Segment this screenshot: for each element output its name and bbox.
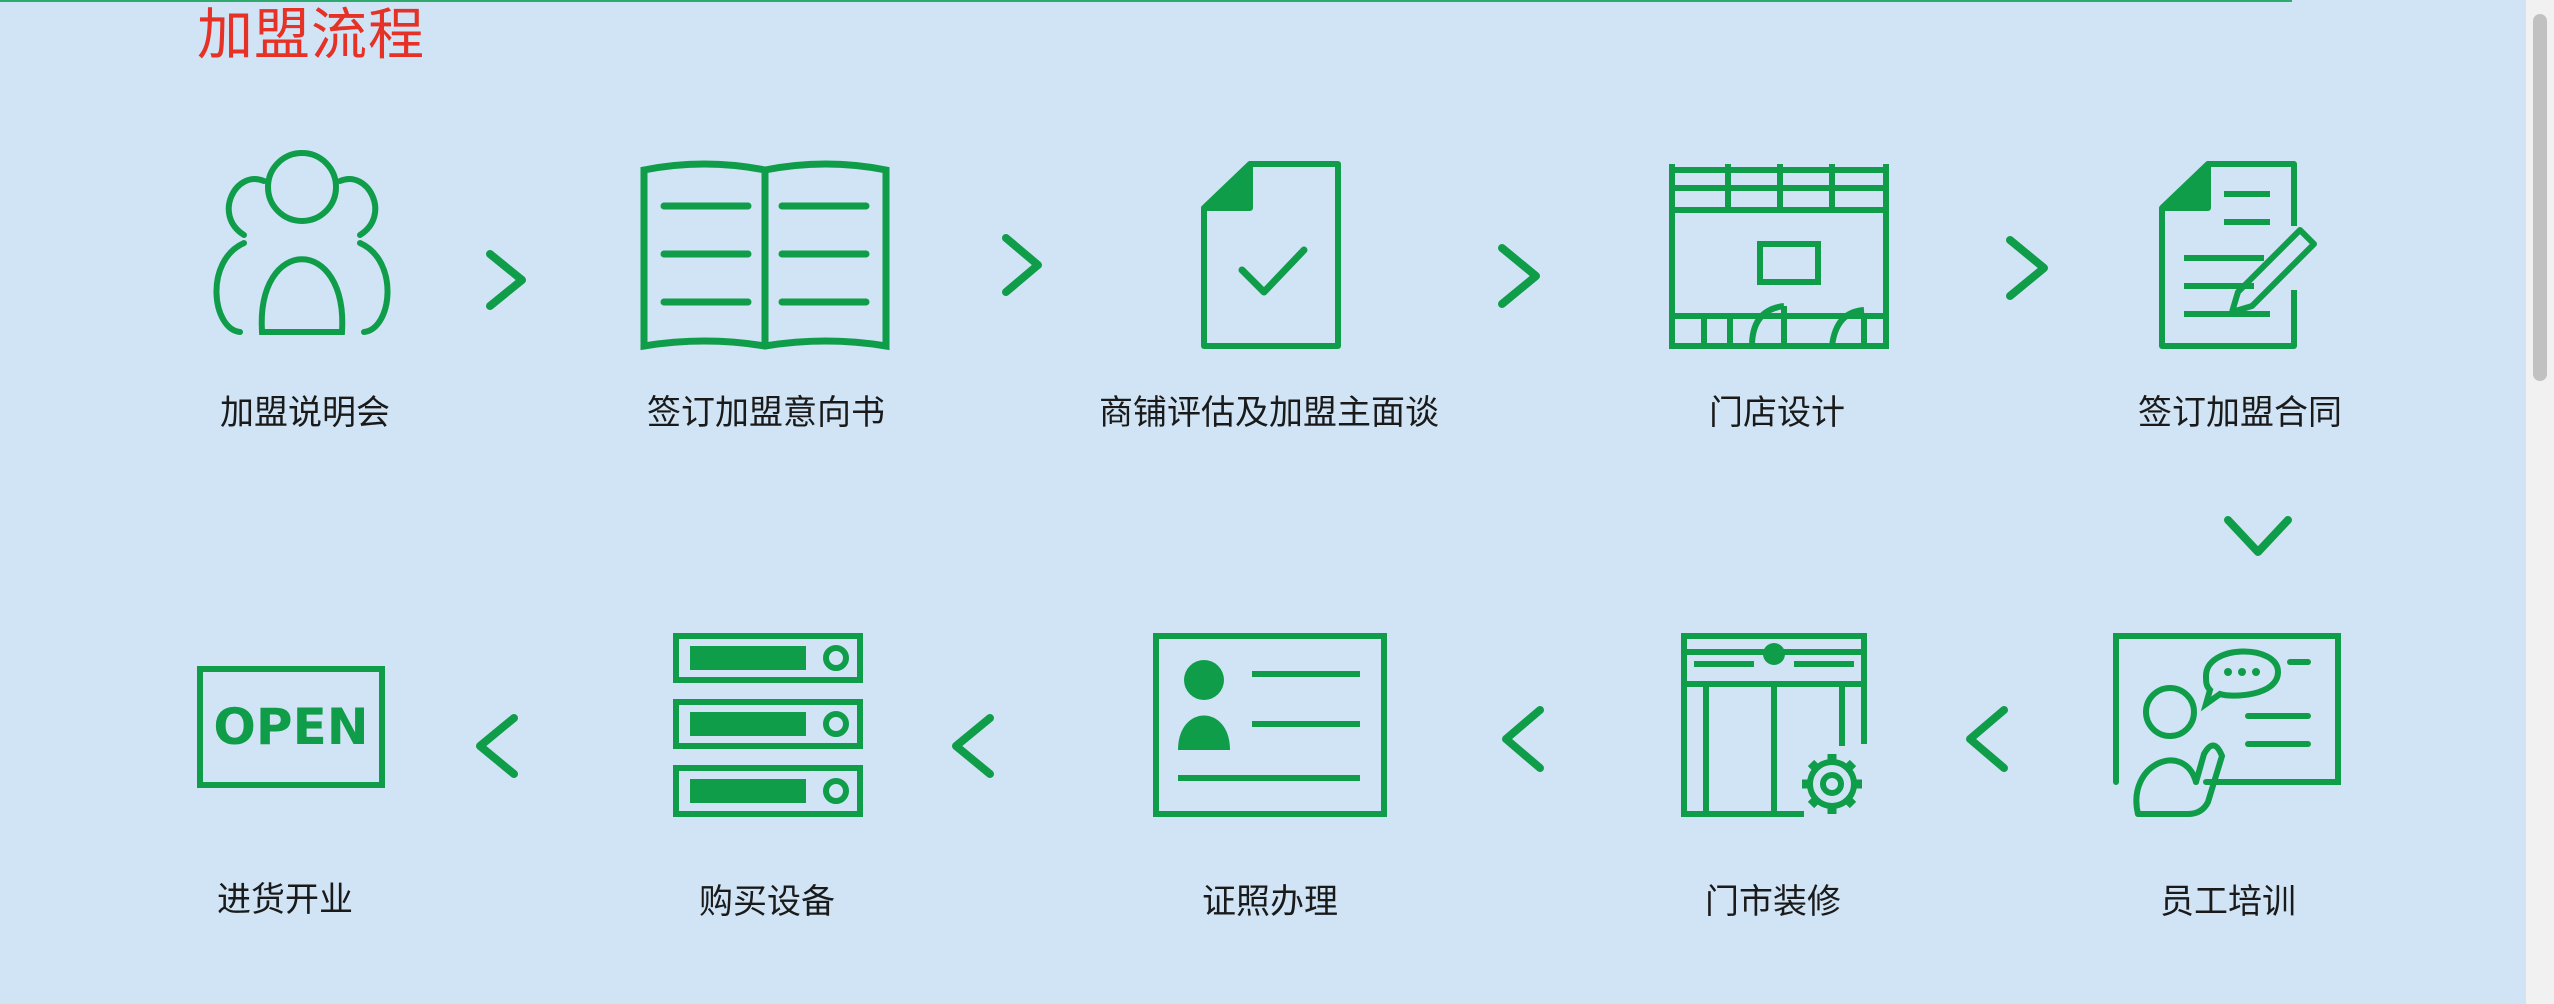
top-divider	[0, 0, 2292, 2]
scrollbar-thumb[interactable]	[2533, 14, 2547, 381]
step-label-4: 门店设计	[1709, 393, 1845, 433]
arrow-left-icon	[1500, 704, 1546, 774]
presentation-board-icon	[2112, 632, 2342, 818]
server-rack-icon	[672, 632, 864, 818]
arrow-right-icon	[1496, 242, 1542, 310]
vertical-scrollbar[interactable]	[2526, 0, 2554, 1004]
document-check-icon	[1200, 160, 1342, 350]
step-label-10: 进货开业	[217, 880, 353, 920]
page-title: 加盟流程	[197, 3, 425, 68]
step-label-9: 购买设备	[699, 882, 835, 922]
step-label-6: 员工培训	[2160, 882, 2296, 922]
step-label-3: 商铺评估及加盟主面谈	[1099, 393, 1439, 433]
step-label-8: 证照办理	[1202, 882, 1338, 922]
arrow-right-icon	[2004, 234, 2050, 302]
step-label-1: 加盟说明会	[220, 393, 390, 433]
arrow-down-icon	[2222, 512, 2294, 560]
arrow-left-icon	[474, 712, 520, 780]
store-renovation-icon	[1680, 632, 1870, 822]
store-blueprint-icon	[1668, 160, 1890, 350]
step-label-5: 签订加盟合同	[2138, 393, 2342, 433]
svg-text:OPEN: OPEN	[213, 698, 368, 756]
arrow-right-icon	[484, 248, 528, 312]
contract-sign-icon	[2158, 160, 2320, 350]
license-card-icon	[1152, 632, 1388, 818]
open-sign-icon: OPEN	[197, 666, 385, 788]
step-label-7: 门市装修	[1705, 882, 1841, 922]
open-book-icon	[640, 160, 890, 351]
arrow-right-icon	[1000, 232, 1044, 298]
arrow-left-icon	[950, 712, 996, 780]
arrow-left-icon	[1964, 704, 2010, 774]
step-label-2: 签订加盟意向书	[647, 393, 885, 433]
users-group-icon	[206, 145, 398, 337]
